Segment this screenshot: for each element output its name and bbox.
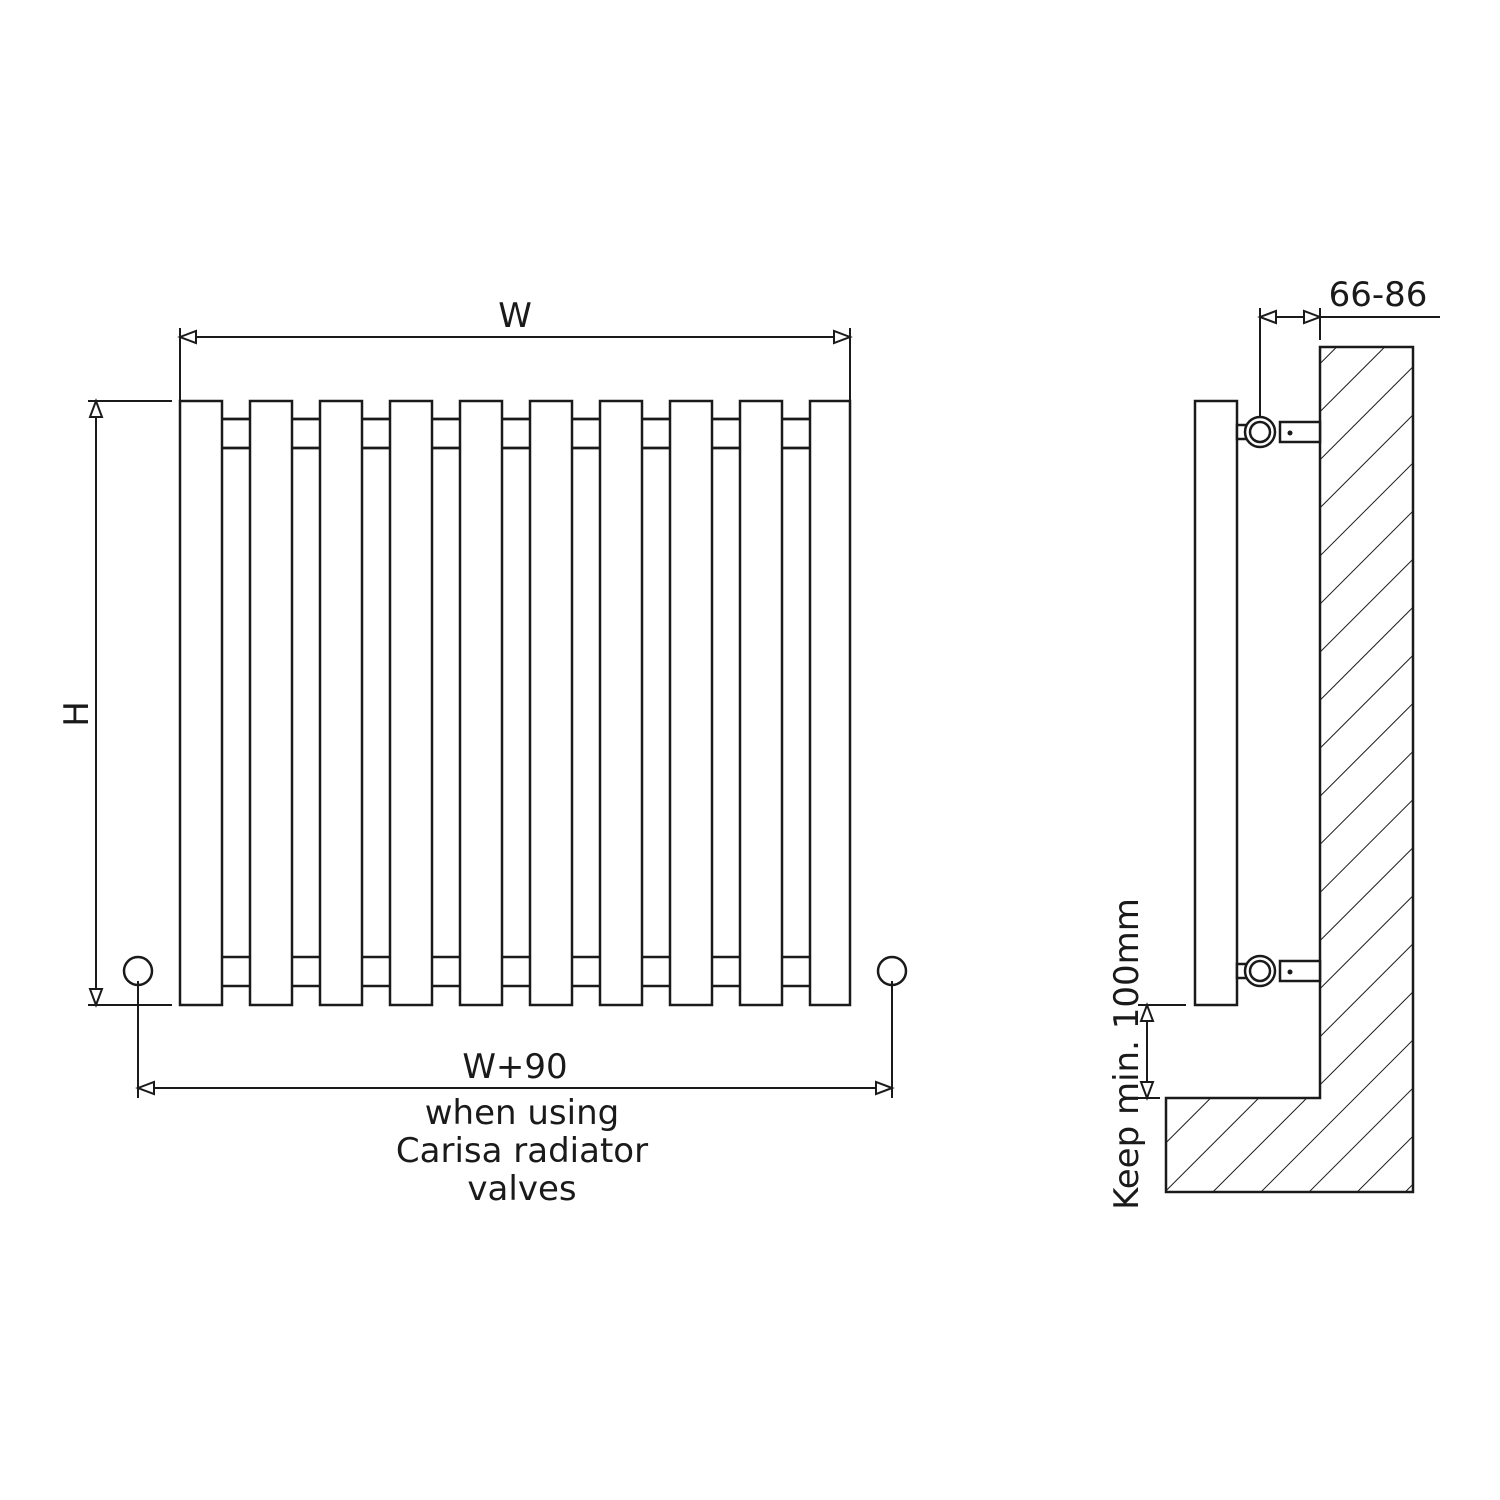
left-valve-icon (122, 955, 154, 987)
height-label: H (57, 701, 97, 727)
valve-width-dimension (135, 981, 895, 1098)
wall-distance-dimension (1257, 308, 1440, 418)
floor-clearance-dimension (1138, 1002, 1186, 1101)
bottom-manifold (222, 955, 810, 988)
radiator-bar (528, 399, 574, 1007)
height-dimension (88, 398, 172, 1008)
bottom-bracket (1235, 954, 1322, 988)
floor-clearance-label: Keep min. 100mm (1107, 898, 1147, 1210)
radiator-bar (458, 399, 504, 1007)
top-manifold (222, 417, 810, 450)
note-line-1: when using (425, 1093, 619, 1133)
radiator-bar (248, 399, 294, 1007)
radiator-side-profile (1193, 399, 1239, 1007)
top-bracket (1235, 415, 1322, 449)
radiator-bar (808, 399, 852, 1007)
radiator-bar (178, 399, 224, 1007)
right-valve-icon (876, 955, 908, 987)
wall-distance-label: 66-86 (1329, 275, 1428, 315)
width-dimension (177, 328, 853, 401)
note-line-3: valves (467, 1169, 576, 1209)
radiator-bars (178, 399, 852, 1007)
valve-width-label: W+90 (462, 1047, 567, 1087)
note-line-2: Carisa radiator (396, 1131, 648, 1171)
front-view (122, 399, 908, 1007)
radiator-bar (318, 399, 364, 1007)
radiator-bar (598, 399, 644, 1007)
wall-and-floor (1164, 345, 1415, 1194)
radiator-bar (668, 399, 714, 1007)
manifold-segments (222, 417, 810, 450)
width-label: W (498, 296, 532, 336)
radiator-bar (738, 399, 784, 1007)
radiator-bar (388, 399, 434, 1007)
side-view (1164, 345, 1415, 1194)
